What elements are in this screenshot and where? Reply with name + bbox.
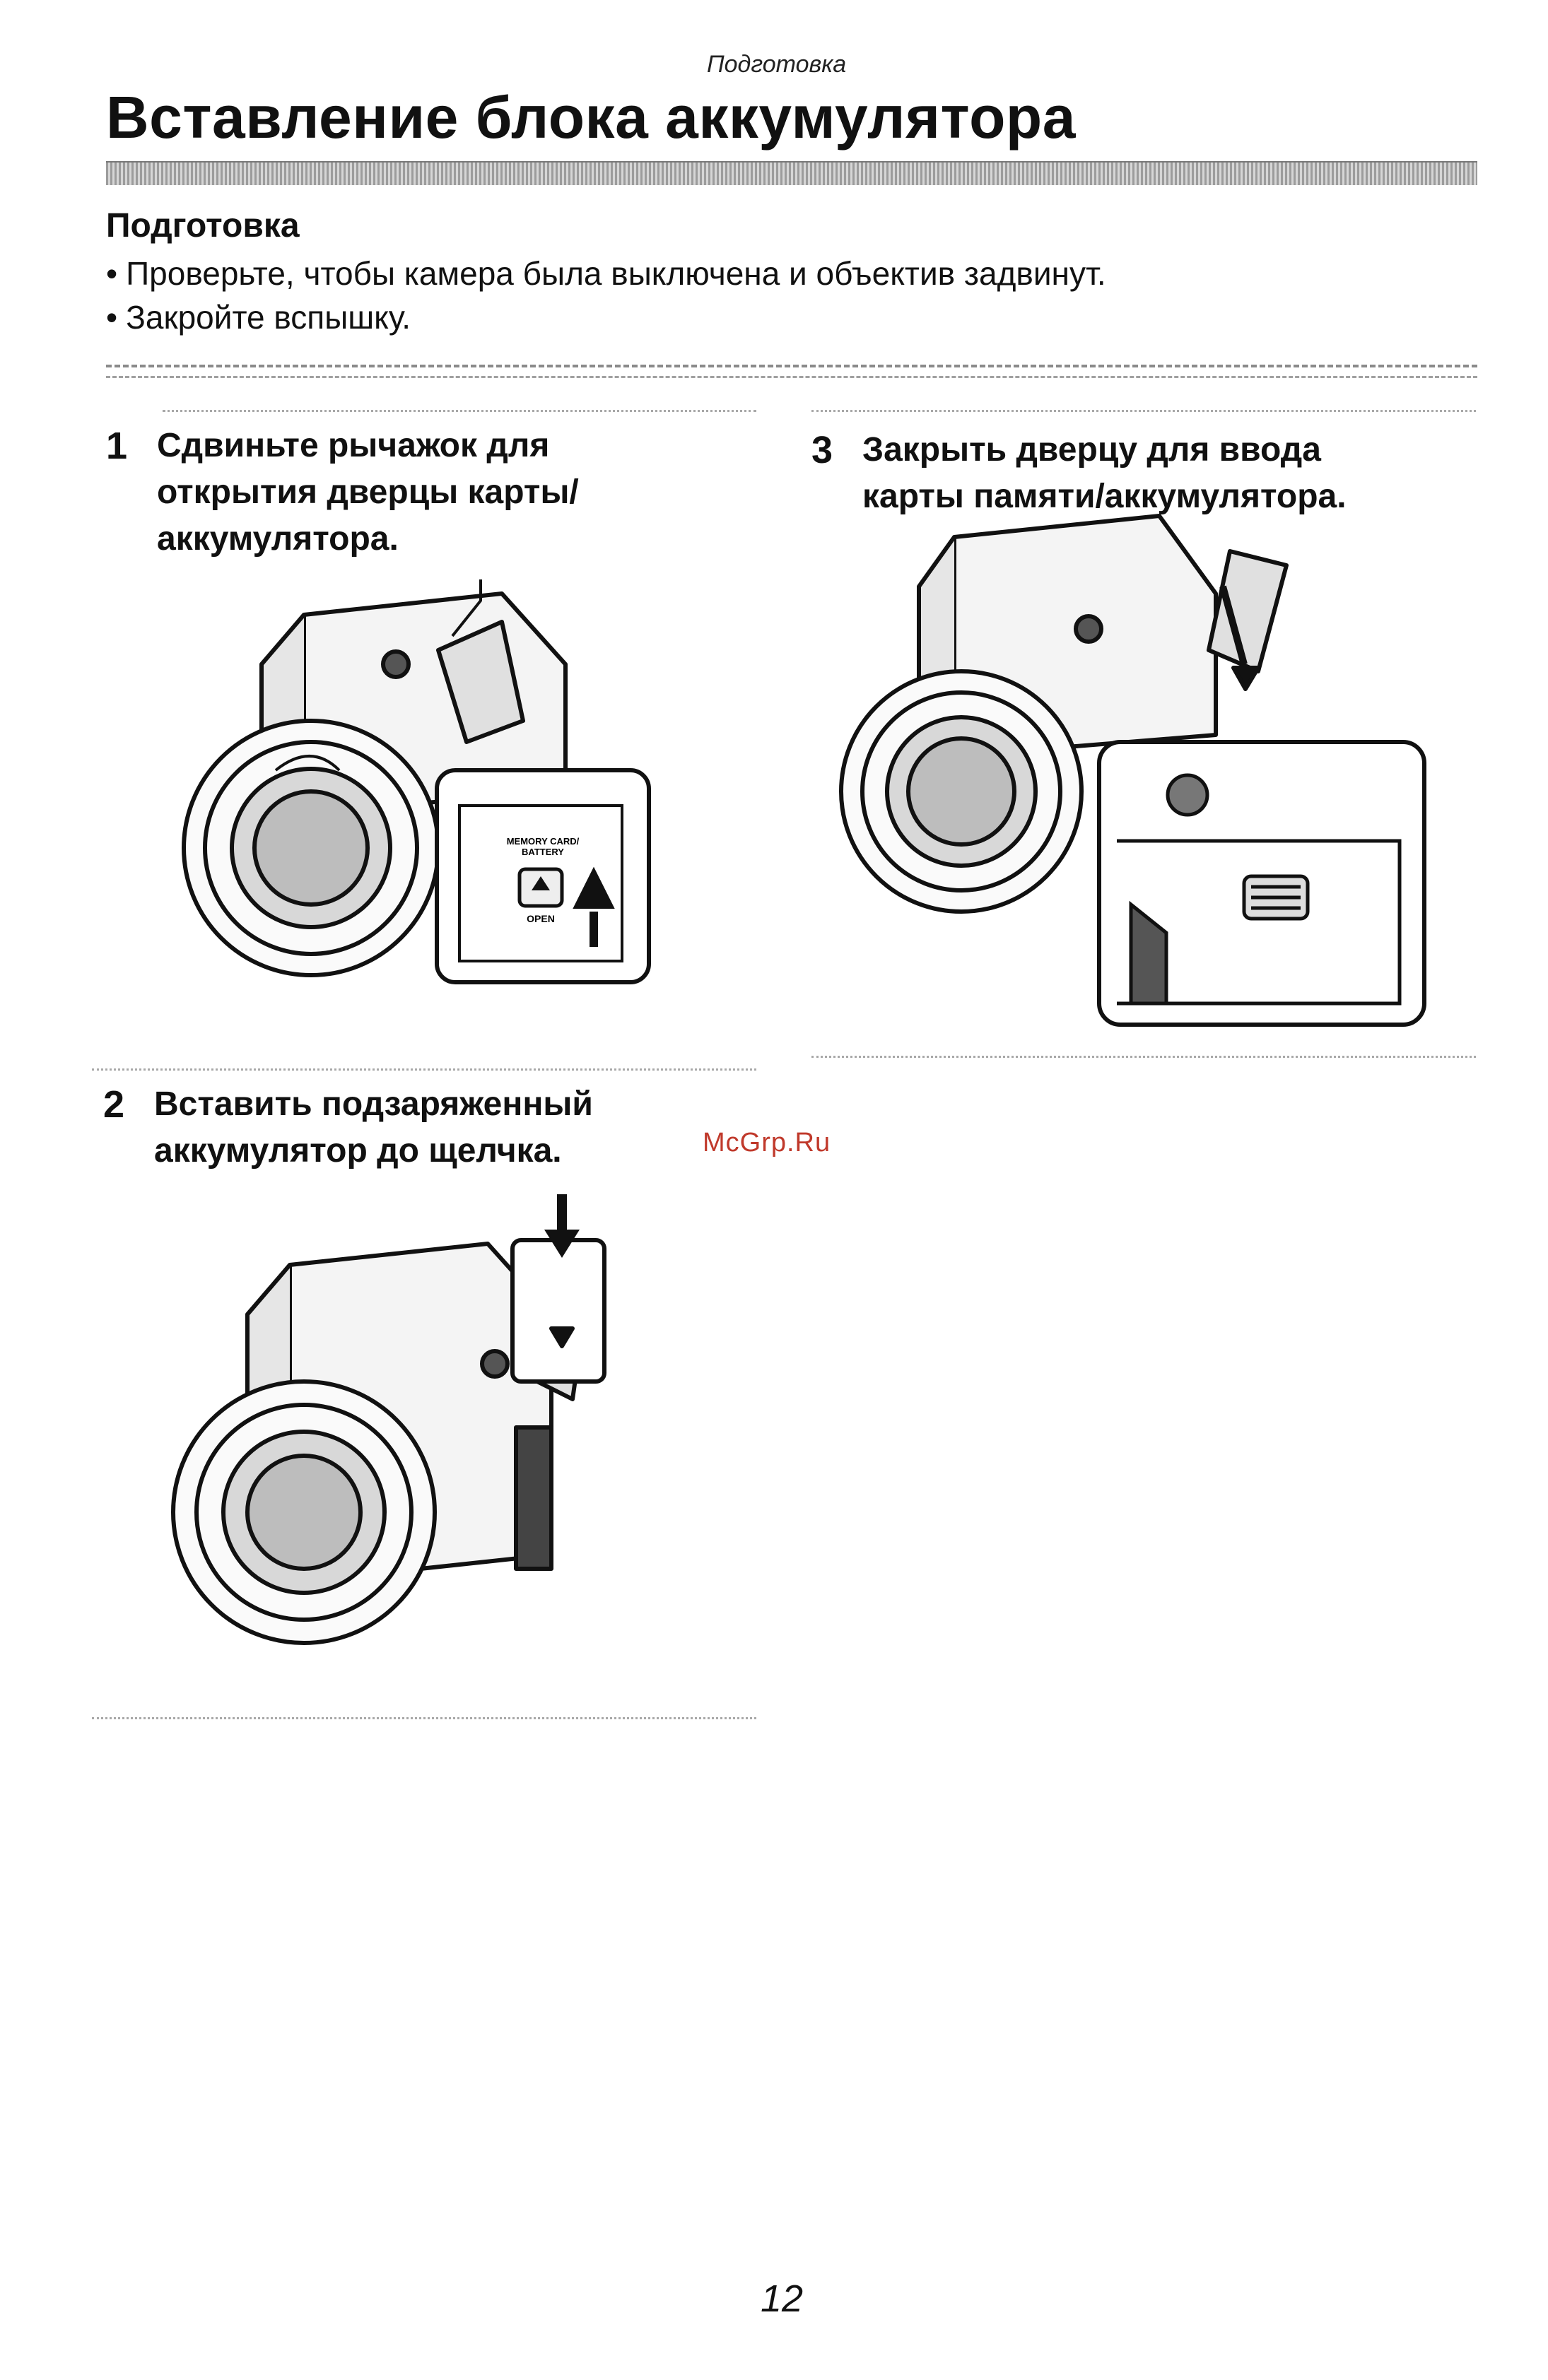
- camera-close-door-illustration: [839, 514, 1426, 1027]
- page-title: Вставление блока аккумулятора: [106, 84, 1076, 151]
- preparation-bullet: •Проверьте, чтобы камера была выключена …: [106, 254, 1106, 293]
- step-divider: [811, 1056, 1476, 1058]
- section-divider: [106, 365, 1477, 378]
- arrow-up-icon: [573, 866, 615, 947]
- section-label: Подготовка: [707, 51, 847, 78]
- step-instruction: Вставить подзаряженный аккумулятор до ще…: [154, 1085, 593, 1170]
- step-instruction: Сдвиньте рычажок для открытия дверцы кар…: [157, 427, 579, 558]
- bullet-text: Закройте вспышку.: [126, 299, 411, 336]
- step-2: 2 Вставить подзаряженный аккумулятор до …: [103, 1081, 739, 1174]
- step-instruction: Закрыть дверцу для ввода карты памяти/ак…: [862, 431, 1347, 515]
- step-divider: [92, 1068, 756, 1071]
- step-divider: [811, 410, 1476, 412]
- step-3: 3 Закрыть дверцу для ввода карты памяти/…: [811, 427, 1476, 520]
- camera-open-door-illustration: MEMORY CARD/BATTERY OPEN: [182, 579, 651, 984]
- bullet-text: Проверьте, чтобы камера была выключена и…: [126, 255, 1106, 292]
- bullet-icon: •: [106, 299, 118, 336]
- page-number: 12: [761, 2278, 804, 2320]
- camera-insert-battery-illustration: [171, 1194, 606, 1645]
- bullet-icon: •: [106, 255, 118, 292]
- step-number: 1: [106, 425, 128, 467]
- preparation-heading: Подготовка: [106, 207, 300, 245]
- preparation-bullet: •Закройте вспышку.: [106, 298, 411, 336]
- step-divider: [163, 410, 756, 412]
- step-number: 3: [811, 429, 833, 471]
- step-1: 1 Сдвиньте рычажок для открытия дверцы к…: [106, 423, 742, 562]
- step-number: 2: [103, 1083, 125, 1126]
- lever-label: OPEN: [527, 913, 555, 924]
- door-label: MEMORY CARD/BATTERY: [507, 836, 580, 857]
- battery-icon: [510, 1238, 606, 1384]
- title-underline: [106, 161, 1477, 185]
- step-divider: [92, 1717, 756, 1719]
- watermark: McGrp.Ru: [703, 1128, 831, 1157]
